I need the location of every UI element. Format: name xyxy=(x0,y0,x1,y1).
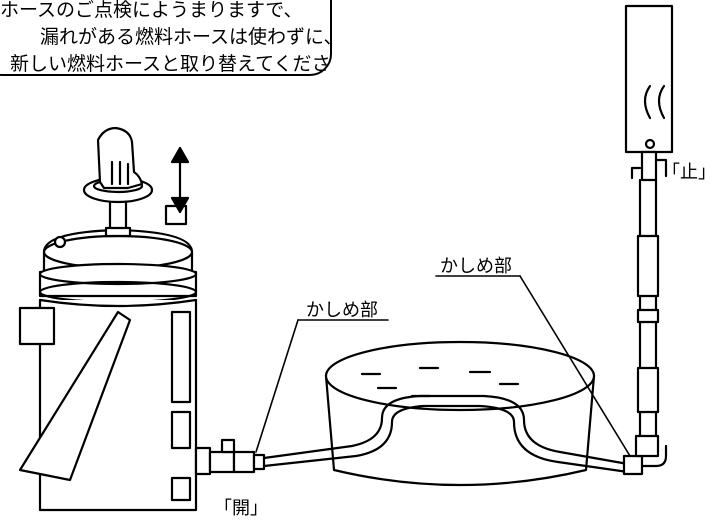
fuel-basin xyxy=(324,340,596,487)
hand-icon xyxy=(96,126,144,190)
callout-line-1: ホースのご点検にようまりますで、 xyxy=(0,0,303,21)
crimp-label-right: かしめ部 xyxy=(440,256,512,277)
callout-line-3: 新しい燃料ホースと取り替えてください。 xyxy=(10,53,330,75)
up-down-arrow-icon xyxy=(170,146,190,214)
appliance-unit xyxy=(624,4,674,154)
stop-valve xyxy=(630,150,668,182)
vertical-hose xyxy=(636,178,660,438)
crimp-label-left: かしめ部 xyxy=(306,300,378,321)
fuel-tank xyxy=(18,204,198,512)
fuel-hose xyxy=(262,394,630,474)
stop-valve-label: 「止」 xyxy=(662,162,716,183)
open-valve-label: 「開」 xyxy=(214,498,268,519)
leader-lines xyxy=(255,275,631,457)
warning-callout-text: ホースのご点検にようまりますで、 漏れがある燃料ホースは使わずに、 新しい燃料ホ… xyxy=(0,0,330,78)
outlet-valve xyxy=(194,438,266,476)
warning-callout-box xyxy=(0,0,332,76)
callout-line-2: 漏れがある燃料ホースは使わずに、 xyxy=(40,26,330,48)
hose-fitting-right xyxy=(622,434,668,476)
